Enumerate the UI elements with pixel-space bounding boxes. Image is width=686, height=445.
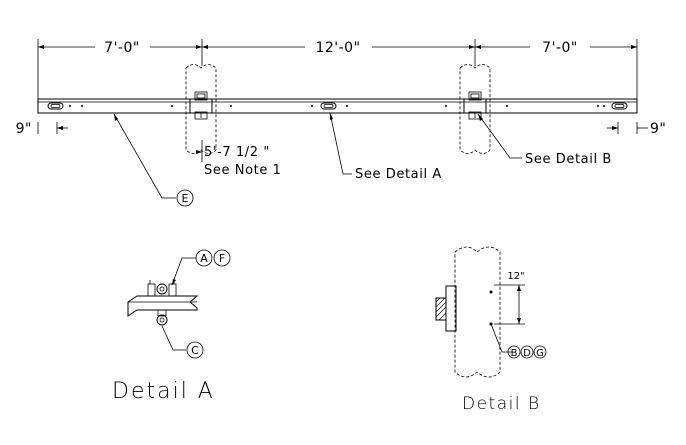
callout-d: D: [523, 348, 531, 359]
detail-b-dimension: 12": [507, 271, 524, 282]
dim-offset: 5'-7 1/2 ": [204, 145, 270, 160]
detail-a-drawing: A F C: [127, 249, 231, 359]
callout-g: G: [536, 348, 544, 359]
right-end-dimension: 9": [607, 121, 666, 137]
callout-f: F: [219, 252, 225, 265]
callout-b: B: [511, 348, 518, 359]
leader-detail-a: See Detail A: [329, 112, 442, 182]
dim-center-span: 12'-0": [315, 40, 360, 56]
dim-left-end: 9": [16, 121, 32, 137]
callout-c: C: [191, 344, 199, 357]
detail-b-title: Detail B: [462, 394, 541, 414]
detail-b-drawing: 12" B D G: [435, 246, 547, 378]
top-dimension-line: 7'-0" 12'-0" 7'-0": [37, 39, 638, 102]
callout-e: E: [182, 192, 189, 205]
right-pole: [459, 64, 491, 154]
left-pole: [185, 64, 217, 154]
offset-dimension: 5'-7 1/2 " See Note 1: [196, 140, 282, 178]
see-detail-a: See Detail A: [355, 167, 442, 182]
leader-detail-b: See Detail B: [477, 113, 612, 167]
see-detail-b: See Detail B: [525, 152, 612, 167]
dim-left-span: 7'-0": [104, 40, 140, 56]
see-note-1: See Note 1: [204, 163, 282, 178]
leader-callout-e: E: [113, 113, 194, 207]
crossarm: [37, 98, 638, 114]
callout-a: A: [200, 252, 208, 265]
detail-a-title: Detail A: [112, 379, 215, 404]
left-end-dimension: 9": [16, 121, 68, 137]
dim-right-end: 9": [650, 121, 666, 137]
dim-right-span: 7'-0": [542, 40, 578, 56]
